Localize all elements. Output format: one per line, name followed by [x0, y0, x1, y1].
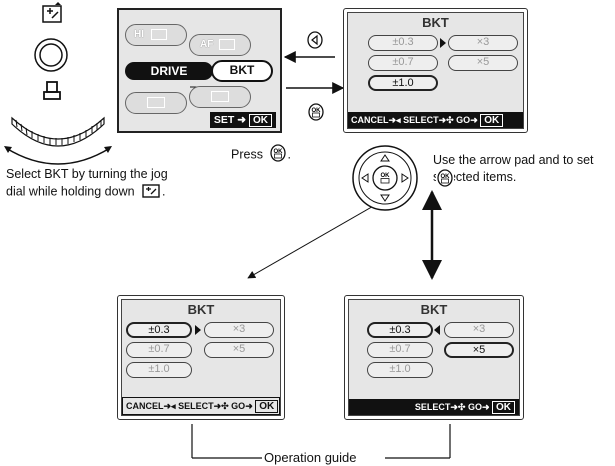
step-option-07[interactable]: ±0.7 [367, 342, 433, 358]
select-label: SELECT [403, 115, 439, 125]
ok-box: OK [255, 400, 279, 413]
sequential-option[interactable] [125, 92, 187, 114]
operation-guide-bar: SELECT➜✣ GO➜ OK [349, 399, 519, 415]
ok-box: OK [480, 114, 504, 127]
hi-label: HI [134, 29, 144, 40]
count-option-3[interactable]: ×3 [448, 35, 518, 51]
bkt-screen-top: BKT ±0.3 ±0.7 ±1.0 ×3 ×5 CANCEL➜◂ SELECT… [343, 8, 528, 133]
step-option-07[interactable]: ±0.7 [368, 55, 438, 71]
select-label: SELECT [414, 402, 451, 412]
ok-button-icon: OK [436, 168, 454, 188]
burst-icon [147, 97, 165, 109]
cursor-left-icon [434, 325, 440, 335]
ok-glyph: OK [441, 174, 451, 180]
left-arrow-button-icon [306, 30, 324, 50]
single-frame-option[interactable] [189, 86, 251, 108]
step-option-10[interactable]: ±1.0 [126, 362, 192, 378]
ok-box: OK [249, 114, 272, 127]
arrow-pad[interactable]: OK [350, 143, 420, 213]
arrow-right-icon: ➜ [237, 114, 247, 126]
exposure-compensation-icon [41, 2, 65, 24]
ok-glyph: OK [381, 173, 391, 179]
step-option-03[interactable]: ±0.3 [126, 322, 192, 338]
step-option-03[interactable]: ±0.3 [368, 35, 438, 51]
single-frame-icon [211, 91, 229, 103]
go-label: GO [231, 401, 246, 411]
count-option-5[interactable]: ×5 [448, 55, 518, 71]
cancel-label: CANCEL [126, 401, 164, 411]
step-option-10[interactable]: ±1.0 [367, 362, 433, 378]
ok-button-icon: OK [307, 102, 325, 122]
drive-label: DRIVE [125, 62, 213, 80]
select-label: SELECT [178, 401, 214, 411]
burst-icon [219, 38, 236, 50]
count-option-5[interactable]: ×5 [204, 342, 274, 358]
burst-icon [150, 28, 167, 40]
bkt-screen-bottom-left: BKT ±0.3 ±0.7 ±1.0 ×3 ×5 CANCEL➜◂ SELECT… [117, 295, 285, 420]
set-label: SET [213, 114, 235, 126]
operation-guide-bar: CANCEL➜◂ SELECT➜✣ GO➜ OK [122, 397, 280, 415]
jog-dial-instruction: Select BKT by turning the jog dial while… [6, 167, 186, 202]
bkt-screen-bottom-right: BKT ±0.3 ±0.7 ±1.0 ×3 ×5 SELECT➜✣ GO➜ OK [344, 295, 524, 420]
bkt-title: BKT [420, 302, 448, 317]
press-caption: Press OK . [231, 143, 291, 167]
operation-guide-bar: CANCEL➜◂ SELECT➜✣ GO➜ OK [348, 112, 523, 128]
af-label: AF [200, 39, 214, 50]
jog-dial[interactable] [2, 110, 114, 170]
count-option-3[interactable]: ×3 [444, 322, 514, 338]
bkt-title: BKT [187, 302, 215, 317]
exposure-compensation-icon [142, 182, 162, 202]
operation-guide-label: Operation guide [264, 450, 357, 465]
hi-option[interactable]: HI [125, 24, 187, 46]
step-option-10[interactable]: ±1.0 [368, 75, 438, 91]
ok-box: OK [492, 401, 515, 414]
go-label: GO [467, 402, 482, 412]
cancel-label: CANCEL [351, 115, 389, 125]
ok-glyph: OK [274, 149, 284, 155]
af-option[interactable]: AF [189, 34, 251, 56]
ok-button-icon: OK [269, 143, 287, 167]
go-label: GO [456, 115, 471, 125]
set-ok-guide: SET ➜ OK [209, 112, 276, 128]
cursor-right-icon [440, 38, 446, 48]
count-option-5[interactable]: ×5 [444, 342, 514, 358]
ok-glyph: OK [312, 108, 322, 114]
step-option-03[interactable]: ±0.3 [367, 322, 433, 338]
count-option-3[interactable]: ×3 [204, 322, 274, 338]
bkt-option[interactable]: BKT [211, 60, 273, 82]
print-icon [42, 80, 62, 102]
bkt-title: BKT [422, 15, 449, 30]
arrow-pad-instruction: Use the arrow pad and to set selected it… [433, 153, 594, 184]
step-option-07[interactable]: ±0.7 [126, 342, 192, 358]
shutter-button[interactable] [33, 37, 69, 73]
drive-menu-screen: HI AF DRIVE BKT SET ➜ OK [117, 8, 282, 133]
cursor-right-icon [195, 325, 201, 335]
